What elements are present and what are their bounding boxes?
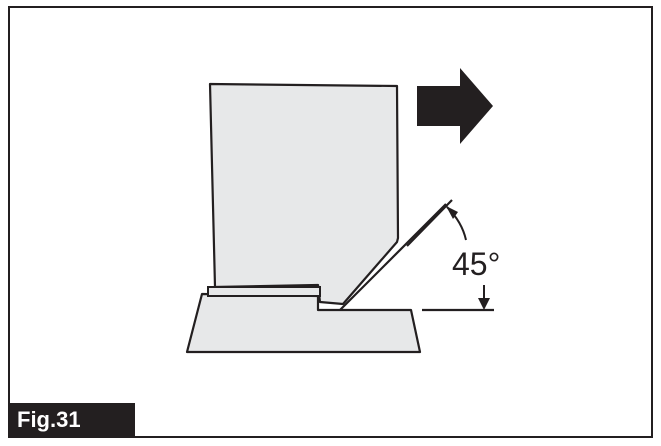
extension-line [406, 199, 453, 247]
slot [207, 286, 321, 297]
sheet-lower-part [185, 292, 422, 354]
figure-label: Fig.31 [9, 403, 135, 437]
right-arrow-icon [417, 68, 493, 144]
angle-arrowhead-upper-icon [446, 206, 458, 219]
angle-label: 45° [452, 246, 500, 282]
cut-line-45 [339, 203, 447, 311]
sheet-upper-part [208, 82, 400, 306]
angle-arrowhead-lower-icon [478, 298, 490, 310]
